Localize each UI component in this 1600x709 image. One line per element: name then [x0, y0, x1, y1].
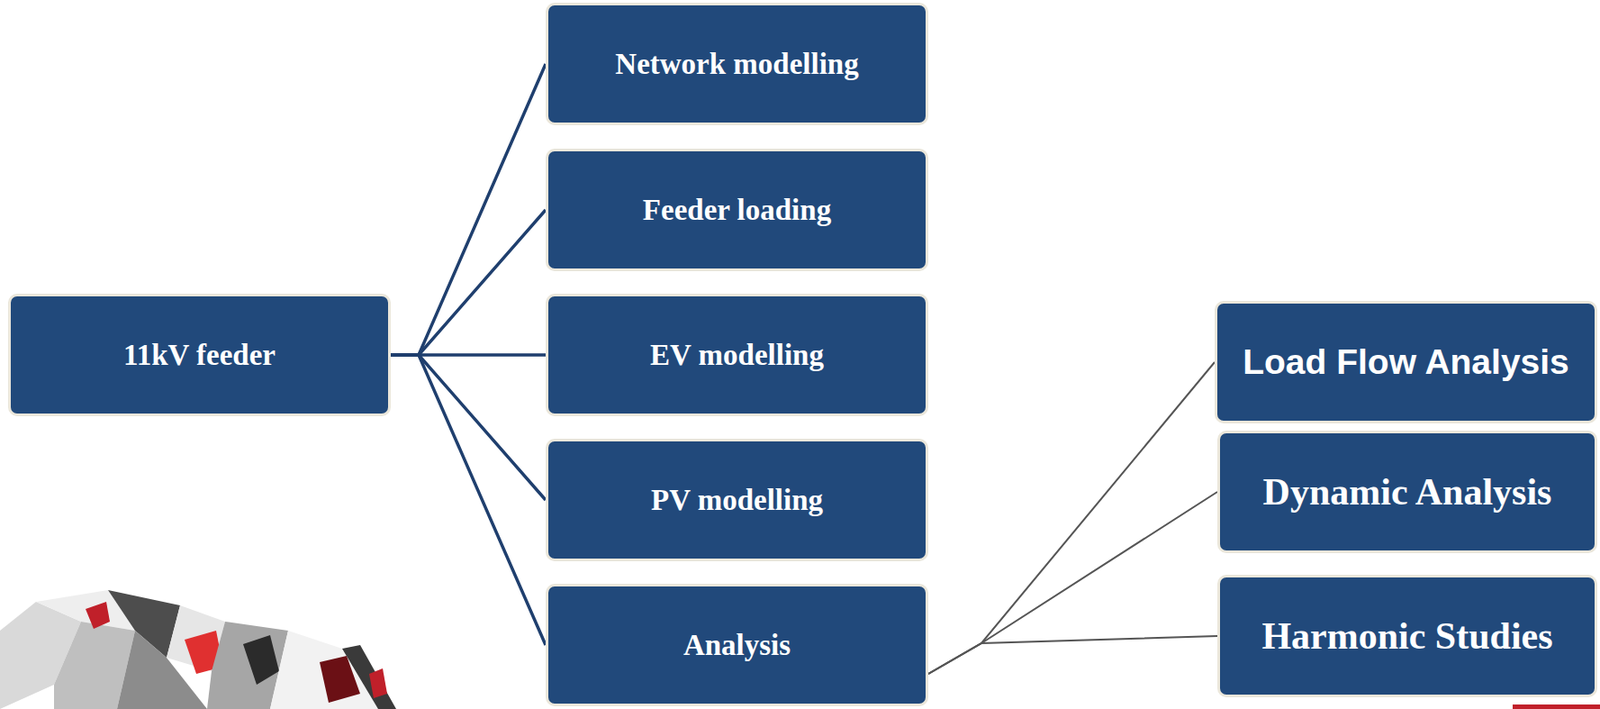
connector-line — [390, 63, 546, 355]
box-label: EV modelling — [650, 338, 824, 372]
corner-bar — [1512, 704, 1600, 709]
root-box: 11kV feeder — [8, 293, 391, 416]
box-label: PV modelling — [650, 483, 823, 517]
box-label: Harmonic Studies — [1261, 614, 1553, 658]
process-box: Analysis — [545, 583, 929, 706]
connector-line — [390, 209, 546, 355]
box-label: Dynamic Analysis — [1263, 470, 1553, 514]
box-label: 11kV feeder — [123, 338, 276, 372]
process-box: Feeder loading — [545, 148, 929, 272]
connector-line — [390, 354, 546, 500]
analysis-box: Dynamic Analysis — [1217, 430, 1598, 553]
box-label: Network modelling — [614, 47, 859, 82]
connector-line — [928, 491, 1218, 674]
analysis-box: Harmonic Studies — [1217, 574, 1598, 697]
process-box: Network modelling — [545, 2, 929, 126]
connector-line — [390, 354, 546, 645]
box-label: Feeder loading — [642, 193, 832, 227]
box-label: Load Flow Analysis — [1242, 342, 1570, 382]
connector-line — [928, 361, 1215, 674]
corner-ornament — [0, 589, 397, 709]
connector-line — [928, 635, 1218, 674]
process-box: PV modelling — [545, 438, 929, 561]
process-box: EV modelling — [545, 293, 929, 416]
box-label: Analysis — [683, 628, 791, 662]
analysis-box: Load Flow Analysis — [1214, 300, 1598, 424]
